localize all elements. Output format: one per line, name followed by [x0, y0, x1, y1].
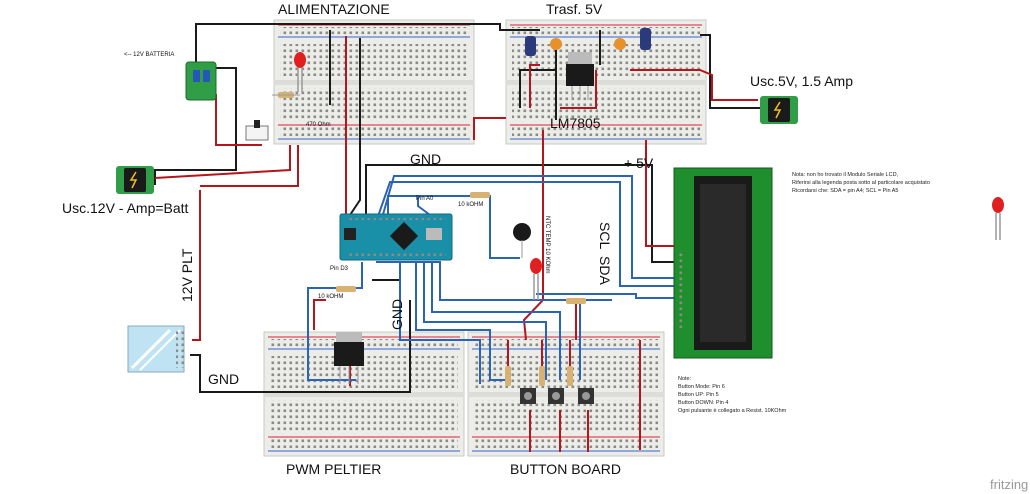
breadboard-alimentazione — [273, 19, 475, 145]
note-buttons-line: Ogni pulsante è collegato a Resist. 10KO… — [678, 407, 787, 414]
label-pin-d3: Pin D3 — [330, 266, 349, 272]
label-pwm-peltier: PWM PELTIER — [286, 461, 382, 477]
label-sda: SDA — [597, 256, 613, 285]
breadboard-trasformatore — [505, 19, 707, 145]
battery-switch — [185, 61, 217, 101]
note-lcd-line: Ricordarsi che: SDA = pin A4; SCL = Pin … — [792, 187, 899, 194]
resistors — [336, 192, 586, 386]
note-buttons-line: Button Mode: Pin 6 — [678, 383, 725, 390]
label-12v-plt: 12V PLT — [179, 248, 195, 302]
note-lcd: Nota: non ho trovato il Modulo Seriale L… — [792, 172, 930, 196]
breadboard-button-board — [467, 331, 665, 457]
lcd-display — [673, 167, 773, 359]
capacitors — [525, 28, 651, 56]
note-lcd-line: Riferirsi alla legenda posta sotto al pa… — [792, 179, 930, 186]
label-scl: SCL — [597, 222, 613, 250]
note-buttons-line: Note: — [678, 376, 692, 382]
fritzing-logo: fritzing — [990, 477, 1029, 492]
led-ntc — [530, 258, 542, 300]
note-buttons-line: Button UP: Pin 5 — [678, 391, 719, 398]
label-470-ohm: 470 Ohm — [306, 122, 331, 128]
label-button-board: BUTTON BOARD — [510, 461, 621, 477]
label-ntc: NTC TEMP 10 KOhm — [544, 216, 550, 274]
resistor-470-ohm — [272, 92, 300, 98]
jack-5v — [760, 96, 798, 124]
slide-switch — [245, 120, 269, 141]
label-usc-5v: Usc.5V, 1.5 Amp — [750, 73, 853, 89]
label-trasf-5v: Trasf. 5V — [546, 1, 603, 17]
label-10kohm-a0: 10 kOHM — [458, 202, 484, 208]
label-batteria: <-- 12V BATTERIA — [124, 52, 175, 58]
arduino-nano — [339, 213, 453, 261]
mosfet-pwm — [334, 332, 364, 384]
wires-blue — [307, 175, 680, 384]
lm7805-regulator — [566, 52, 594, 100]
push-buttons — [520, 388, 594, 404]
label-lm7805: LM7805 — [550, 115, 601, 131]
led-alimentazione — [294, 52, 306, 92]
jack-12v — [116, 166, 154, 194]
label-gnd-left: GND — [208, 371, 240, 387]
note-buttons: Note: Button Mode: Pin 6 Button UP: Pin … — [678, 376, 786, 416]
peltier-module — [127, 325, 185, 373]
label-usc-12v: Usc.12V - Amp=Batt — [62, 200, 189, 216]
label-plus-5v: + 5V — [624, 155, 654, 171]
label-gnd-mid: GND — [389, 298, 405, 330]
ntc-thermistor — [513, 223, 531, 258]
note-buttons-line: Button DOWN: Pin 4 — [678, 399, 729, 406]
label-alimentazione: ALIMENTAZIONE — [278, 1, 390, 17]
label-gnd-top: GND — [410, 151, 442, 167]
led-standalone — [992, 197, 1004, 240]
label-pin-a0: Pin A0 — [416, 196, 434, 202]
note-lcd-line: Nota: non ho trovato il Modulo Seriale L… — [792, 172, 899, 178]
label-10kohm-d3: 10 kOHM — [318, 294, 344, 300]
